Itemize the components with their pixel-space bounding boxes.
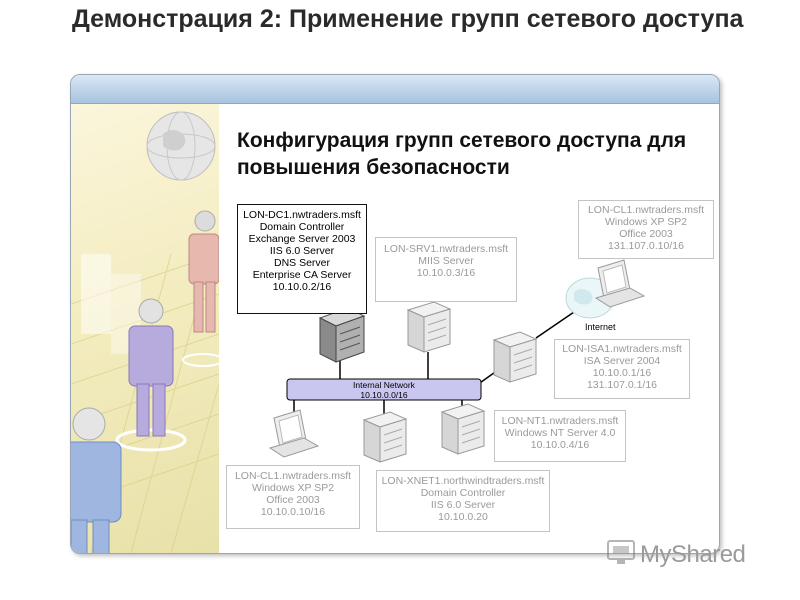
page-title: Демонстрация 2: Применение групп сетевог… [72,5,744,33]
server-ip: 10.10.0.20 [438,511,488,523]
server-box-lon-cl1-internal: LON-CL1.nwtraders.msft Windows XP SP2 Of… [226,465,360,529]
server-role: Office 2003 [266,494,320,506]
person-figure-pink [182,210,219,367]
decorative-left-panel [71,104,219,553]
server-box-lon-srv1: LON-SRV1.nwtraders.msft MIIS Server 10.1… [375,237,517,302]
internet-label: Internet [585,322,616,332]
server-hostname: LON-CL1.nwtraders.msft [234,470,352,482]
server-role: ISA Server 2004 [583,355,661,367]
server-role: Office 2003 [619,228,673,240]
server-ip: 10.10.0.2/16 [272,281,332,293]
globe-icon [146,111,216,181]
slide-subtitle: Конфигурация групп сетевого доступа для … [237,129,687,179]
server-ip: 131.107.0.10/16 [608,240,684,252]
server-ip: 10.10.0.1/16 [592,367,652,379]
server-hostname: LON-SRV1.nwtraders.msft [383,243,509,255]
server-role: Domain Controller [420,487,506,499]
server-box-lon-cl1-external: LON-CL1.nwtraders.msft Windows XP SP2 Of… [578,200,714,259]
server-ip: 10.10.0.4/16 [530,439,590,451]
person-figure-blue [71,407,122,553]
server-box-lon-nt1: LON-NT1.nwtraders.msft Windows NT Server… [494,410,626,462]
server-hostname: LON-NT1.nwtraders.msft [501,415,619,427]
server-role: IIS 6.0 Server [430,499,496,511]
watermark-text: MyShared [640,541,746,568]
server-hostname: LON-DC1.nwtraders.msft [243,209,361,221]
server-role: MIIS Server [418,255,474,267]
server-ip: 131.107.0.1/16 [586,379,658,391]
server-box-lon-dc1: LON-DC1.nwtraders.msft Domain Controller… [237,204,367,314]
server-os: Windows XP SP2 [251,482,335,494]
network-address: 10.10.0.0/16 [360,390,408,400]
server-os: Windows NT Server 4.0 [504,427,616,439]
server-box-lon-xnet1: LON-XNET1.northwindtraders.msft Domain C… [376,470,550,532]
server-role: Enterprise CA Server [252,269,352,281]
server-hostname: LON-XNET1.northwindtraders.msft [381,475,545,487]
network-name: Internal Network [353,380,415,390]
server-box-lon-isa1: LON-ISA1.nwtraders.msft ISA Server 2004 … [554,339,690,399]
server-ip: 10.10.0.3/16 [416,267,476,279]
server-os: Windows XP SP2 [604,216,688,228]
internal-network-label: Internal Network 10.10.0.0/16 [286,380,482,400]
watermark-logo[interactable]: MyShared [640,540,746,570]
server-ip: 10.10.0.10/16 [260,506,326,518]
server-role: DNS Server [273,257,330,269]
server-role: IIS 6.0 Server [269,245,335,257]
server-hostname: LON-CL1.nwtraders.msft [587,204,705,216]
server-role: Domain Controller [259,221,345,233]
person-figure-purple [115,298,187,452]
server-hostname: LON-ISA1.nwtraders.msft [562,343,682,355]
slide-header-bar [71,75,719,104]
server-role: Exchange Server 2003 [248,233,356,245]
people-illustration [71,111,219,553]
